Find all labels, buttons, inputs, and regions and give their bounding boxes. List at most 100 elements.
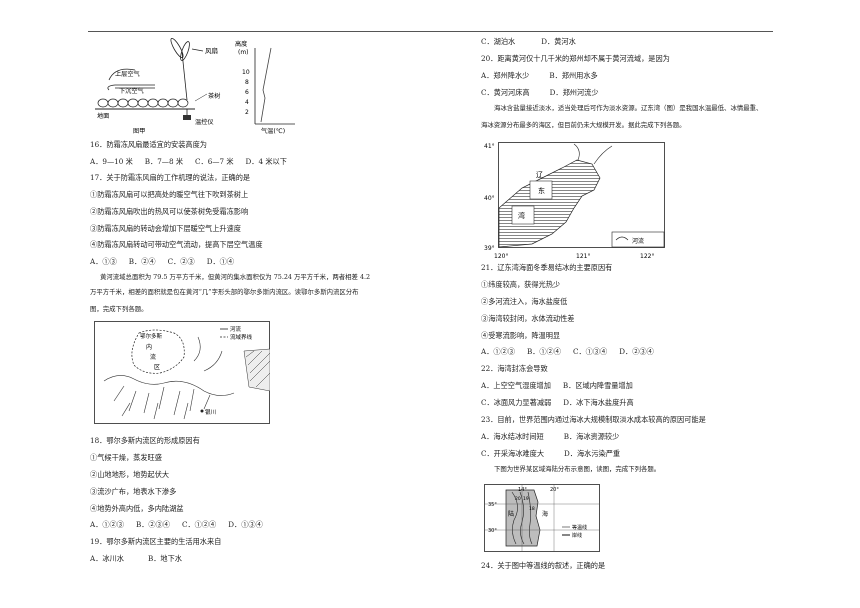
bay-sea-area [498, 159, 601, 248]
q21-item-4: ④受寒流影响，降温明显 [481, 331, 561, 340]
passage-yellow-river-3: 图，完成下列各题。 [90, 305, 148, 313]
thermostat-icon [183, 115, 191, 120]
isotherm-label-18: 18 [529, 506, 535, 512]
rivers [103, 336, 235, 420]
q24-stem: 24．关于图中等温线的叙述，正确的是 [481, 561, 606, 570]
q22-stem: 22．海湾封冻会导致 [481, 364, 548, 373]
q17-stem: 17．关于防霜冻风扇的工作机理的说法，正确的是 [90, 173, 251, 182]
q17-item-3: ③防霜冻风扇的转动会增加下层暖空气上升速度 [90, 224, 241, 233]
passage-sea-ice-1: 海冰含盐量接近淡水，适当处理后可作为淡水资源。辽东湾（图）是我国水温最低、冰情最… [494, 104, 763, 112]
q18-item-1: ①气候干燥，蒸发旺盛 [90, 453, 162, 462]
lon-20-label: 20° [550, 487, 559, 493]
q20-option-d[interactable]: D．郑州河流少 [549, 88, 599, 97]
q16-option-a[interactable]: A．9—10 米 [90, 157, 133, 166]
q23-option-b[interactable]: B．海冰资源较少 [563, 432, 620, 441]
q18-item-4: ④地势外高内低，多内陆湖盆 [90, 504, 184, 513]
q23-option-a[interactable]: A．海水结冰时间短 [481, 432, 544, 441]
q16-option-c[interactable]: C．6—7 米 [195, 157, 234, 166]
map2-label-liao: 辽 [536, 171, 543, 179]
air-flow-arrows [107, 68, 155, 91]
q17-option-a[interactable]: A．①③ [90, 257, 117, 266]
figure-caption: 图甲 [133, 128, 145, 135]
temp-axis-label: 气温(℃) [261, 127, 285, 135]
city-dot [200, 409, 204, 413]
q22-options-2: C．冰面风力显著减弱 D．冰下海水盐度升高 [481, 398, 646, 407]
q17-option-c[interactable]: C．②③ [167, 257, 195, 266]
header-rule [88, 31, 773, 32]
tick-6: 6 [245, 89, 249, 96]
lon-120: 120° [494, 253, 508, 260]
q17-option-d[interactable]: D．①④ [206, 257, 235, 266]
tick-4: 4 [245, 99, 249, 106]
q22-option-a[interactable]: A．上空空气湿度增加 [481, 381, 551, 390]
lat-35-label: 35° [488, 502, 497, 508]
tick-8: 8 [245, 79, 249, 86]
q18-option-c[interactable]: C．①②④ [182, 520, 217, 529]
isotherm-label-19: 19 [523, 496, 529, 502]
q19-option-d[interactable]: D．黄河水 [541, 37, 576, 46]
tick-10: 10 [242, 69, 250, 76]
q21-option-a[interactable]: A．①②③ [481, 347, 515, 356]
q21-item-1: ①纬度较高，获得光热少 [481, 280, 561, 289]
lat-30-label: 30° [488, 528, 497, 534]
height-unit: (m) [238, 49, 249, 56]
inner-label-1: 内 [146, 343, 152, 351]
q16-option-b[interactable]: B．7—8 米 [144, 157, 184, 166]
lat-40: 40° [484, 195, 495, 202]
q22-option-c[interactable]: C．冰面风力显著减弱 [481, 398, 552, 407]
q21-option-b[interactable]: B．①②④ [526, 347, 561, 356]
q23-stem: 23．目前，世界范围内通过海冰大规模制取淡水成本较高的原因可能是 [481, 415, 706, 424]
lower-air-label: 下沉空气 [119, 87, 144, 95]
q20-options-2: C．黄河河床高 D．郑州河流少 [481, 88, 611, 97]
passage-yellow-river-2: 万平方千米，相差的面积就是包在黄河“几”字形头部的鄂尔多斯内流区。读鄂尔多斯内流… [90, 288, 359, 296]
q22-option-d[interactable]: D．冰下海水盐度升高 [563, 398, 634, 407]
map2-legend-river: 河流 [632, 237, 644, 245]
passage-sea-ice-2: 海冰资源分布最多的海区，但目前仍未大规模开发。据此完成下列各题。 [481, 121, 686, 129]
sea-label: 海 [542, 510, 548, 518]
temperature-profile [254, 47, 295, 125]
label-box-liao [529, 180, 553, 200]
hatched-region [243, 348, 270, 392]
q22-options-1: A．上空空气湿度增加 B．区域内降雪量增加 [481, 381, 645, 390]
q18-option-b[interactable]: B．②③④ [135, 520, 170, 529]
q19-option-c[interactable]: C．湖泊水 [481, 37, 516, 46]
land-label: 陆 [508, 510, 514, 518]
passage-sea-land: 下图为世界某区域海陆分布示意图，读图，完成下列各题。 [494, 465, 661, 473]
q18-options: A．①②③ B．②③④ C．①②④ D．①③④ [90, 520, 275, 529]
q17-option-b[interactable]: B．②④ [128, 257, 156, 266]
q17-item-4: ④防霜冻风扇转动可带动空气流动，提高下层空气温度 [90, 240, 263, 249]
height-axis-label: 高度 [235, 40, 247, 48]
q22-option-b[interactable]: B．区域内降雪量增加 [562, 381, 633, 390]
inner-label-3: 区 [154, 364, 160, 371]
q21-option-d[interactable]: D．②③④ [619, 347, 654, 356]
fan-icon [170, 37, 204, 101]
q23-option-c[interactable]: C．开采海冰难度大 [481, 449, 545, 458]
q18-option-d[interactable]: D．①③④ [228, 520, 263, 529]
liaodong-bay-map: 河流 辽 东 湾 41° 40° 39° 120° 121° 122° [484, 142, 665, 260]
q20-option-b[interactable]: B．郑州用水多 [549, 71, 598, 80]
q21-option-c[interactable]: C．①③④ [573, 347, 608, 356]
q18-option-a[interactable]: A．①②③ [90, 520, 124, 529]
sea-land-map: 14° 20° 35° 30° 陆 海 20 19 18 等温线 岸线 [484, 484, 600, 552]
map-legend [220, 328, 228, 338]
q19-options-cd: C．湖泊水 D．黄河水 [481, 37, 588, 46]
legend-river-label: 河流 [230, 325, 242, 333]
map2-legend [611, 231, 665, 248]
q23-option-d[interactable]: D．海水污染严重 [564, 449, 621, 458]
q18-item-3: ③流沙广布，地表水下渗多 [90, 487, 177, 496]
q19-option-a[interactable]: A．冰川水 [90, 554, 124, 563]
label-box-wan [511, 205, 535, 225]
fan-label: 风扇 [205, 46, 218, 55]
q20-option-c[interactable]: C．黄河河床高 [481, 88, 530, 97]
q20-option-a[interactable]: A．郑州降水少 [481, 71, 530, 80]
isotherm-label-20: 20 [515, 496, 521, 502]
q16-options: A．9—10 米 B．7—8 米 C．6—7 米 D．4 米以下 [90, 157, 299, 166]
q23-options-1: A．海水结冰时间短 B．海冰资源较少 [481, 432, 631, 441]
lon-14-label: 14° [518, 487, 527, 493]
q18-stem: 18．鄂尔多斯内流区的形成原因有 [90, 436, 200, 445]
q16-option-d[interactable]: D．4 米以下 [245, 157, 287, 166]
q21-options: A．①②③ B．①②④ C．①③④ D．②③④ [481, 347, 666, 356]
ground-label: 地面 [97, 112, 109, 120]
q19-option-b[interactable]: B．地下水 [147, 554, 182, 563]
lat-39: 39° [484, 245, 495, 252]
